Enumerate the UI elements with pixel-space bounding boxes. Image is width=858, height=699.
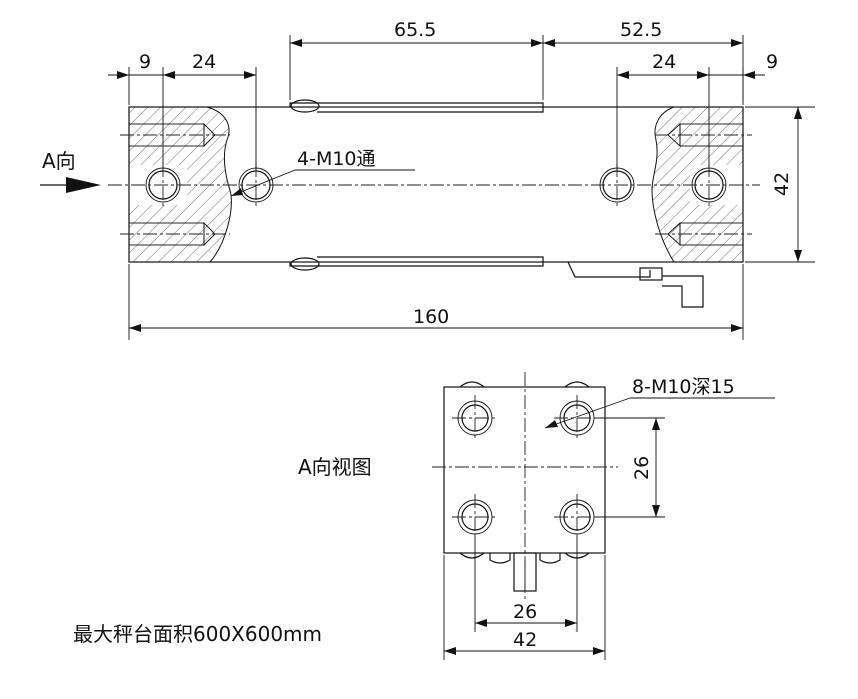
dim-label-height-42: 42 [771,172,793,196]
dim-label-left-24: 24 [192,51,216,73]
hole-callout-leader [230,169,415,197]
view-direction-arrow [40,177,101,193]
cable [567,261,704,308]
end-bottom-nubs [459,552,590,564]
end-hole-callout: 8-M10深15 [632,376,735,398]
end-body-outline [443,386,606,554]
dim-52-5 [543,35,744,100]
top-plate [289,99,544,113]
end-view-title: A向视图 [298,455,372,479]
end-centerlines [432,372,618,600]
dim-label-end-vertical-26: 26 [631,456,653,480]
dim-right-24-9 [616,67,765,170]
dim-label-end-outer-42: 42 [513,629,537,651]
dim-label-length-160: 160 [413,306,449,328]
dim-height-42 [745,106,815,263]
view-arrow-label: A向 [42,149,76,173]
side-hole-callout: 4-M10通 [297,148,376,170]
side-centerlines [108,134,760,235]
end-view: 8-M10深15 26 26 42 A向视图 [298,372,775,660]
dim-left-9-24 [108,67,257,170]
dim-65-5 [289,35,544,100]
end-callout-leader [544,397,775,429]
dim-end-inner-26 [474,537,578,632]
bottom-plate [289,256,544,271]
dim-label-end-inner-26: 26 [513,601,537,623]
dim-label-52-5: 52.5 [620,19,662,41]
platform-size-note: 最大秤台面积600X600mm [73,622,322,646]
dim-label-right-24: 24 [652,51,676,73]
dim-label-65-5: 65.5 [394,19,436,41]
beam-body-outline [128,106,744,263]
dim-end-outer-42 [443,555,606,660]
end-top-heads [459,381,590,388]
dim-end-vertical-26 [596,417,665,518]
dim-label-right-9: 9 [766,51,778,73]
end-holes [457,400,595,535]
dim-length-160 [128,264,744,340]
dim-label-left-9: 9 [139,51,151,73]
side-view: A向 4-M10通 65.5 52.5 [40,19,815,340]
